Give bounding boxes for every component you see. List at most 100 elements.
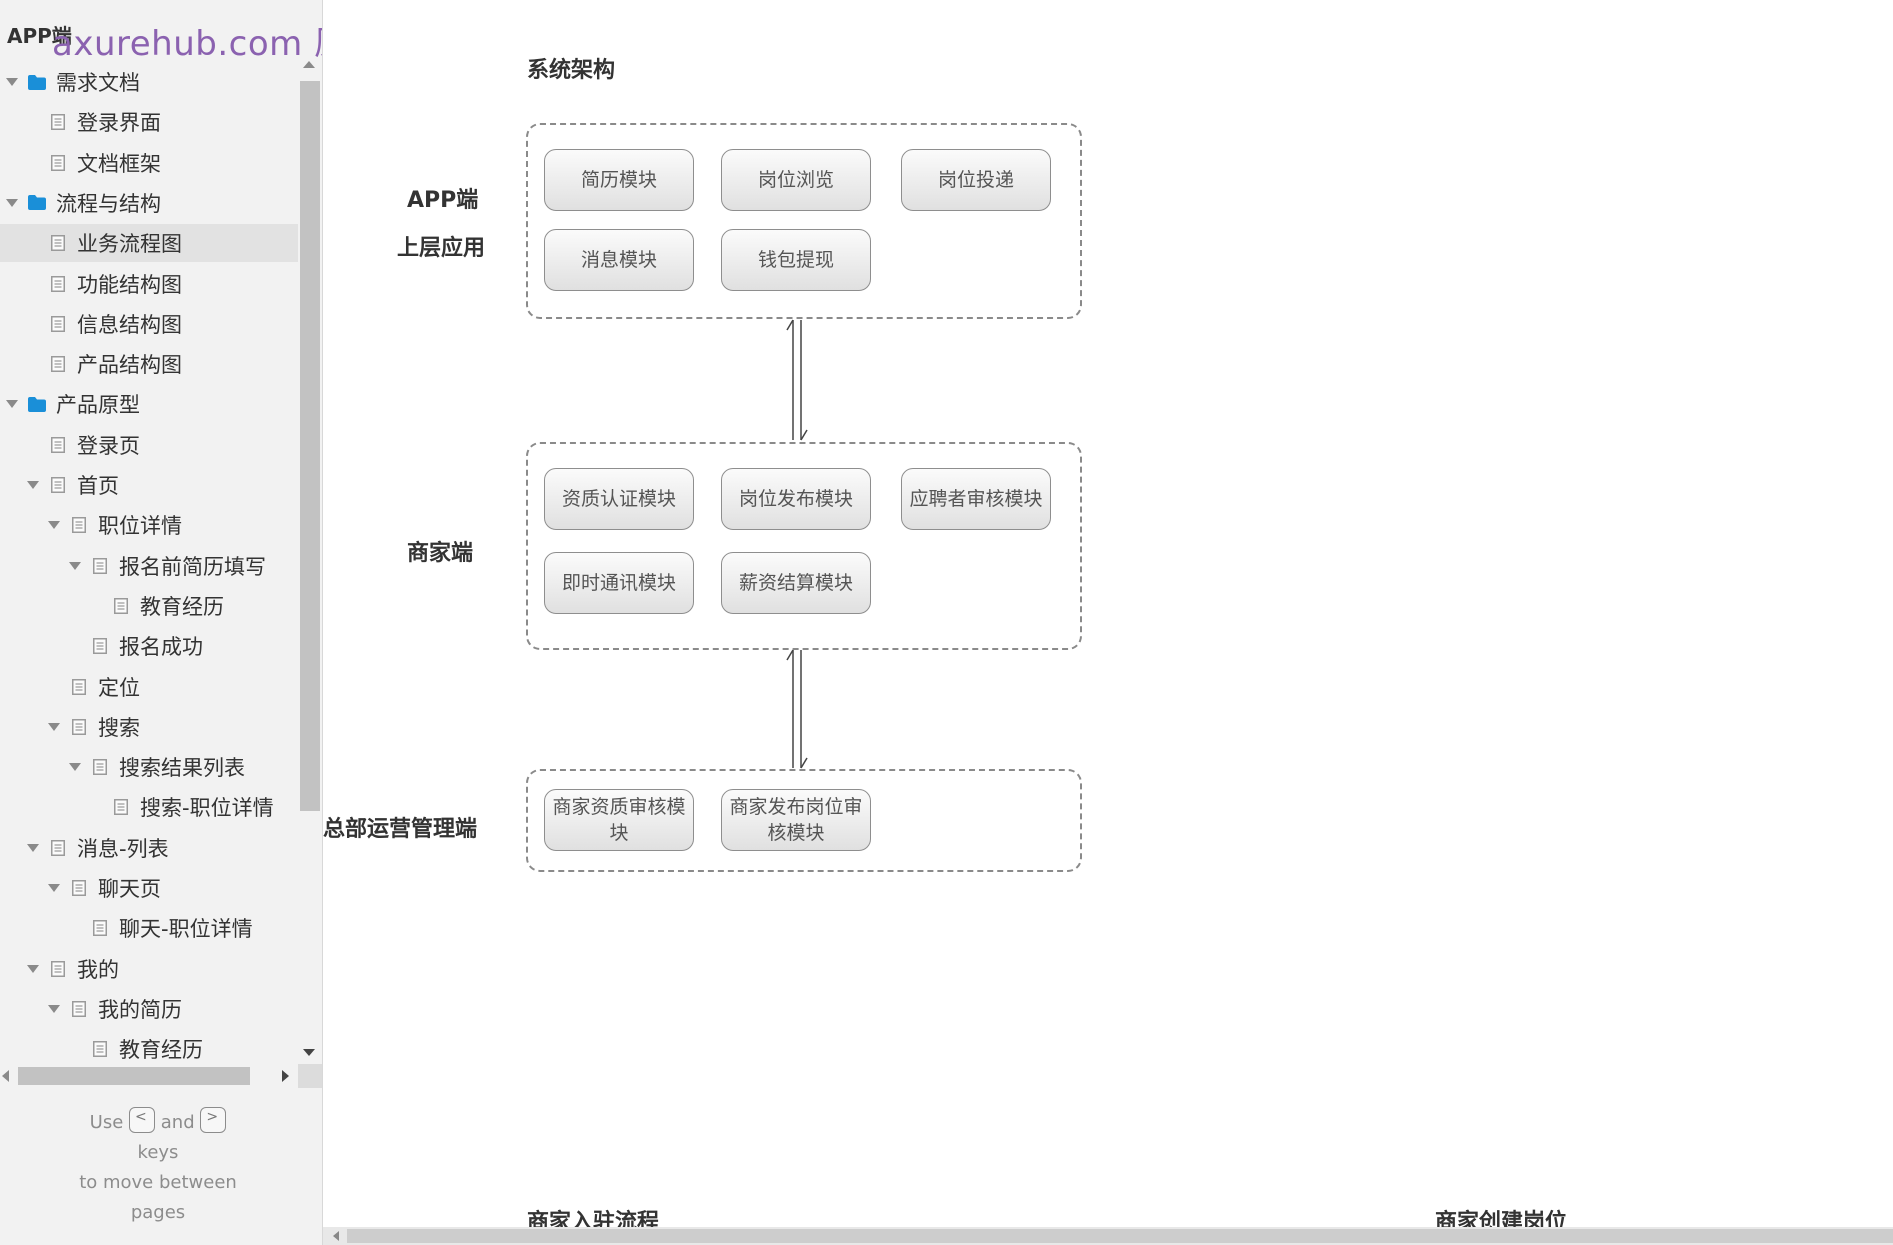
sidebar-item-label: 定位 [98,675,140,700]
chevron-down-icon[interactable] [5,397,19,411]
scroll-right-icon[interactable] [282,1070,289,1082]
tree-spacer [26,317,40,331]
sidebar-item[interactable]: 文档框架 [0,144,298,182]
chevron-down-icon[interactable] [5,196,19,210]
hint-line3: pages [130,1202,186,1223]
keyboard-hint: Use < and > keys to move between pages [0,1107,316,1228]
module-job-apply[interactable]: 岗位投递 [901,149,1051,211]
module-wallet-withdraw[interactable]: 钱包提现 [721,229,871,291]
chevron-down-icon[interactable] [5,75,19,89]
sidebar-item[interactable]: 搜索 [0,708,298,746]
sidebar-item[interactable]: 消息-列表 [0,829,298,867]
sidebar-item[interactable]: 职位详情 [0,506,298,544]
layer-box-merchant [526,442,1082,650]
module-job-browse[interactable]: 岗位浏览 [721,149,871,211]
page-icon [90,757,110,777]
sidebar-item-label: 首页 [77,474,119,498]
sidebar-item[interactable]: 教育经历 [0,587,298,625]
sidebar-item-label: 教育经历 [119,1038,203,1061]
page-icon [69,717,89,737]
page-icon [90,918,110,938]
module-job-publish[interactable]: 岗位发布模块 [721,468,871,530]
page-icon [48,838,68,858]
canvas-horizontal-scrollbar[interactable] [323,1227,1893,1245]
module-resume[interactable]: 简历模块 [544,149,694,211]
scroll-left-icon[interactable] [2,1070,9,1082]
sidebar-item-label: 报名前简历填写 [119,554,266,579]
sidebar-item[interactable]: 产品原型 [0,385,298,423]
sidebar-item[interactable]: 需求文档 [0,63,298,101]
sidebar-item-label: 聊天-职位详情 [119,917,253,942]
page-icon [69,677,89,697]
chevron-down-icon[interactable] [47,881,61,895]
chevron-down-icon[interactable] [47,518,61,532]
sidebar-item[interactable]: 定位 [0,668,298,706]
chevron-down-icon[interactable] [26,478,40,492]
hint-keys: keys [137,1142,179,1163]
page-icon [48,475,68,495]
horizontal-scroll-thumb[interactable] [18,1067,250,1085]
tree-spacer [26,438,40,452]
diagram-title: 系统架构 [527,58,616,83]
sidebar: APP端 axurehub.com 原型资源站 需求文档登录界面文档框架流程与结… [0,0,323,1245]
module-merchant-qualification-review[interactable]: 商家资质审核模块 [544,789,694,851]
module-qualification-cert[interactable]: 资质认证模块 [544,468,694,530]
connector-arrow-1 [786,319,808,441]
canvas-scroll-left-icon[interactable] [333,1231,339,1241]
page-icon [90,556,110,576]
sidebar-item-label: 文档框架 [77,151,161,176]
scroll-down-icon[interactable] [303,1049,315,1056]
sidebar-horizontal-scrollbar[interactable] [0,1064,322,1088]
chevron-down-icon[interactable] [26,841,40,855]
page-tree: 需求文档登录界面文档框架流程与结构业务流程图功能结构图信息结构图产品结构图产品原… [0,57,298,1061]
sidebar-item[interactable]: 流程与结构 [0,184,298,222]
page-icon [69,999,89,1019]
chevron-down-icon[interactable] [68,559,82,573]
sidebar-item[interactable]: 我的简历 [0,990,298,1028]
page-icon [48,274,68,294]
tree-spacer [26,277,40,291]
sidebar-item[interactable]: 信息结构图 [0,305,298,343]
sidebar-item[interactable]: 搜索结果列表 [0,748,298,786]
folder-icon [27,72,47,92]
sidebar-item[interactable]: 我的 [0,950,298,988]
sidebar-item[interactable]: 首页 [0,466,298,504]
module-salary-settlement[interactable]: 薪资结算模块 [721,552,871,614]
sidebar-item-label: 信息结构图 [77,312,182,337]
module-applicant-review[interactable]: 应聘者审核模块 [901,468,1051,530]
sidebar-item[interactable]: 教育经历 [0,1030,298,1061]
module-instant-messaging[interactable]: 即时通讯模块 [544,552,694,614]
layer-box-app [526,123,1082,319]
sidebar-item[interactable]: 业务流程图 [0,224,298,263]
chevron-down-icon[interactable] [47,720,61,734]
chevron-down-icon[interactable] [26,962,40,976]
connector-arrow-2 [786,649,808,769]
page-icon [48,112,68,132]
page-icon [48,354,68,374]
sidebar-item[interactable]: 搜索-职位详情 [0,788,298,826]
chevron-down-icon[interactable] [47,1002,61,1016]
chevron-down-icon[interactable] [68,760,82,774]
sidebar-item[interactable]: 聊天-职位详情 [0,909,298,947]
scrollbar-corner [298,1064,322,1088]
sidebar-item[interactable]: 登录界面 [0,103,298,141]
sidebar-item[interactable]: 登录页 [0,426,298,464]
sidebar-item[interactable]: 报名前简历填写 [0,547,298,585]
page-icon [69,515,89,535]
page-icon [90,1039,110,1059]
tree-spacer [26,357,40,371]
module-merchant-job-review[interactable]: 商家发布岗位审核模块 [721,789,871,851]
sidebar-item[interactable]: 功能结构图 [0,265,298,303]
vertical-scroll-thumb[interactable] [300,81,320,811]
sidebar-item[interactable]: 聊天页 [0,869,298,907]
sidebar-item[interactable]: 报名成功 [0,627,298,665]
module-message[interactable]: 消息模块 [544,229,694,291]
sidebar-vertical-scrollbar[interactable] [298,57,322,1061]
tree-spacer [26,115,40,129]
sidebar-item-label: 业务流程图 [77,232,182,257]
page-icon [90,636,110,656]
scroll-up-icon[interactable] [303,61,315,68]
canvas-scroll-thumb[interactable] [347,1229,1893,1243]
next-key-icon: > [200,1107,227,1133]
sidebar-item[interactable]: 产品结构图 [0,345,298,383]
